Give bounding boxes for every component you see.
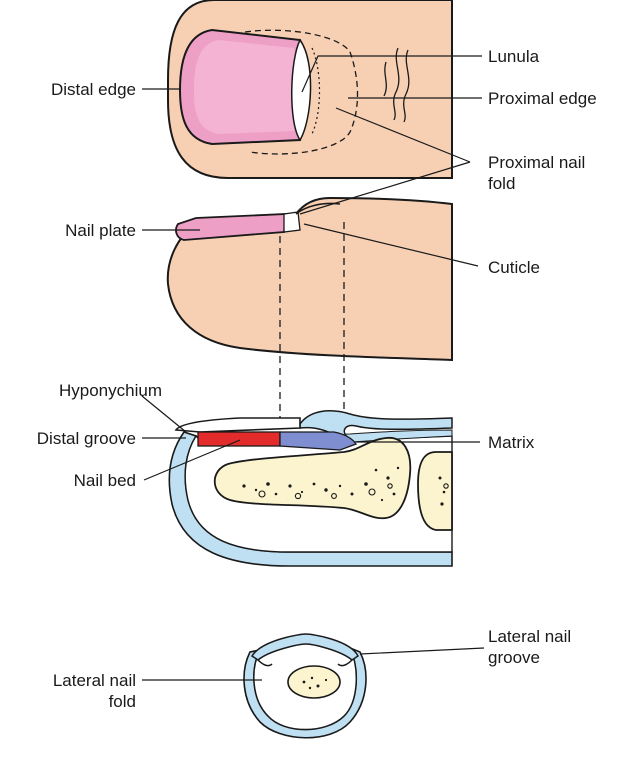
middle-phalanx-bone [418, 452, 452, 530]
lunula-side [284, 212, 300, 232]
label-nail-bed: Nail bed [74, 470, 136, 491]
transverse-bone [288, 666, 340, 698]
label-lunula: Lunula [488, 46, 539, 67]
leader-lateral-nail-groove [360, 648, 484, 654]
nail-bed-region [198, 432, 280, 446]
label-proximal-nail-fold-line2: fold [488, 173, 585, 194]
leader-hyponychium [142, 396, 186, 432]
label-matrix: Matrix [488, 432, 534, 453]
transverse-section [244, 634, 366, 738]
label-lateral-nail-fold-line1: Lateral nail [53, 670, 136, 691]
sagittal-section [169, 411, 452, 566]
label-lateral-nail-groove: Lateral nail groove [488, 626, 571, 668]
label-proximal-nail-fold-line1: Proximal nail [488, 152, 585, 173]
finger-side-view [168, 198, 452, 360]
label-cuticle: Cuticle [488, 257, 540, 278]
label-distal-edge: Distal edge [51, 79, 136, 100]
label-nail-plate: Nail plate [65, 220, 136, 241]
nail-plate-section [176, 418, 300, 432]
label-lateral-nail-fold: Lateral nail fold [53, 670, 136, 712]
label-hyponychium: Hyponychium [59, 380, 162, 401]
finger-top-view [168, 0, 452, 178]
matrix-region [280, 432, 356, 450]
label-proximal-nail-fold: Proximal nail fold [488, 152, 585, 194]
label-lateral-nail-groove-line2: groove [488, 647, 571, 668]
nail-plate-inner [194, 40, 298, 134]
label-lateral-nail-groove-line1: Lateral nail [488, 626, 571, 647]
label-distal-groove: Distal groove [37, 428, 136, 449]
label-proximal-edge: Proximal edge [488, 88, 597, 109]
label-lateral-nail-fold-line2: fold [53, 691, 136, 712]
